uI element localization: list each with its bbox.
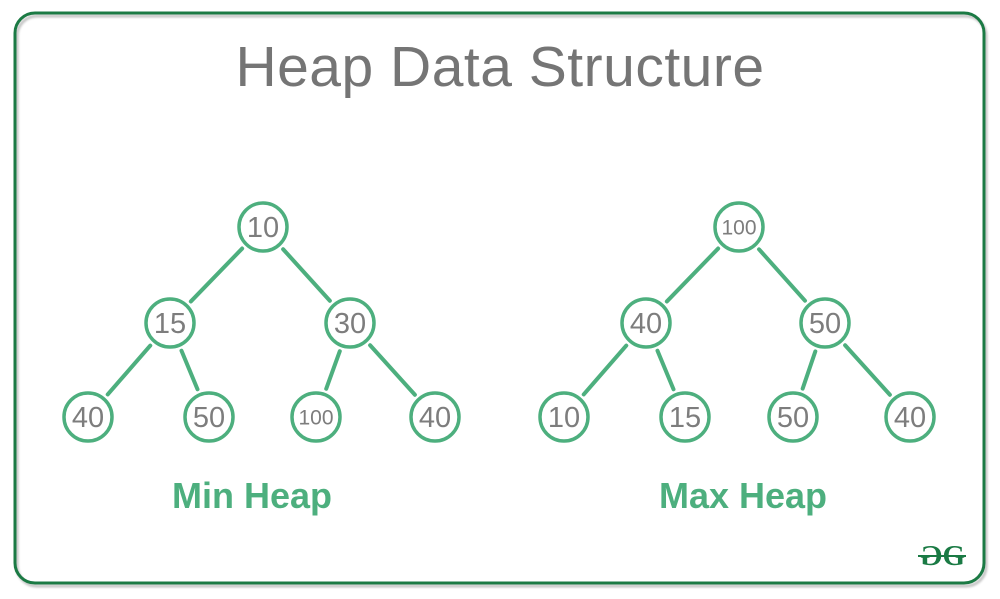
node-value: 40	[72, 402, 104, 434]
outer-border	[13, 11, 986, 585]
node-circle	[884, 391, 936, 443]
node-circle	[237, 201, 289, 253]
tree-edge	[581, 343, 629, 397]
min-heap-tree: 10 15 30 40 50 100	[62, 201, 461, 443]
node-value: 40	[419, 402, 451, 434]
node-circle	[409, 391, 461, 443]
node-value: 40	[894, 402, 926, 434]
node-circle	[290, 391, 342, 443]
tree-node: 10	[237, 201, 289, 253]
tree-edge	[281, 247, 332, 303]
node-value: 10	[247, 212, 279, 244]
node-circle	[713, 201, 765, 253]
tree-edge	[105, 343, 153, 397]
node-value: 10	[548, 402, 580, 434]
page-title: Heap Data Structure	[235, 35, 765, 99]
geeksforgeeks-logo: GG	[917, 540, 966, 572]
tree-node: 30	[324, 297, 376, 349]
tree-edge	[368, 343, 417, 397]
tree-node: 40	[620, 297, 672, 349]
tree-node: 40	[884, 391, 936, 443]
node-circle	[659, 391, 711, 443]
node-value: 50	[193, 402, 225, 434]
tree-node: 15	[659, 391, 711, 443]
node-circle	[324, 297, 376, 349]
node-circle	[144, 297, 196, 349]
tree-edge	[800, 349, 818, 391]
tree-edge	[324, 349, 342, 391]
tree-edge	[757, 247, 807, 303]
node-value: 15	[669, 402, 701, 434]
node-value: 100	[298, 407, 333, 430]
tree-node: 40	[409, 391, 461, 443]
node-value: 100	[721, 217, 756, 240]
node-circle	[538, 391, 590, 443]
node-value: 15	[154, 308, 186, 340]
tree-node: 100	[290, 391, 342, 443]
tree-edge	[188, 246, 245, 304]
tree-node: 50	[799, 297, 851, 349]
tree-node: 10	[538, 391, 590, 443]
logo-crossbar	[917, 554, 966, 557]
node-circle	[183, 391, 235, 443]
node-value: 40	[630, 308, 662, 340]
tree-node: 50	[183, 391, 235, 443]
node-circle	[620, 297, 672, 349]
tree-node: 15	[144, 297, 196, 349]
tree-edge	[843, 343, 892, 397]
tree-node: 40	[62, 391, 114, 443]
node-circle	[767, 391, 819, 443]
tree-edge	[655, 348, 676, 392]
tree-node: 100	[713, 201, 765, 253]
tree-node: 50	[767, 391, 819, 443]
max-heap-tree: 100 40 50 10 15 50	[538, 201, 936, 443]
node-value: 30	[334, 308, 366, 340]
tree-edge	[664, 246, 721, 304]
min-heap-label: Min Heap	[171, 475, 332, 516]
node-circle	[799, 297, 851, 349]
node-circle	[62, 391, 114, 443]
max-heap-label: Max Heap	[658, 475, 828, 516]
node-value: 50	[809, 308, 841, 340]
tree-edge	[179, 348, 200, 392]
node-value: 50	[777, 402, 809, 434]
